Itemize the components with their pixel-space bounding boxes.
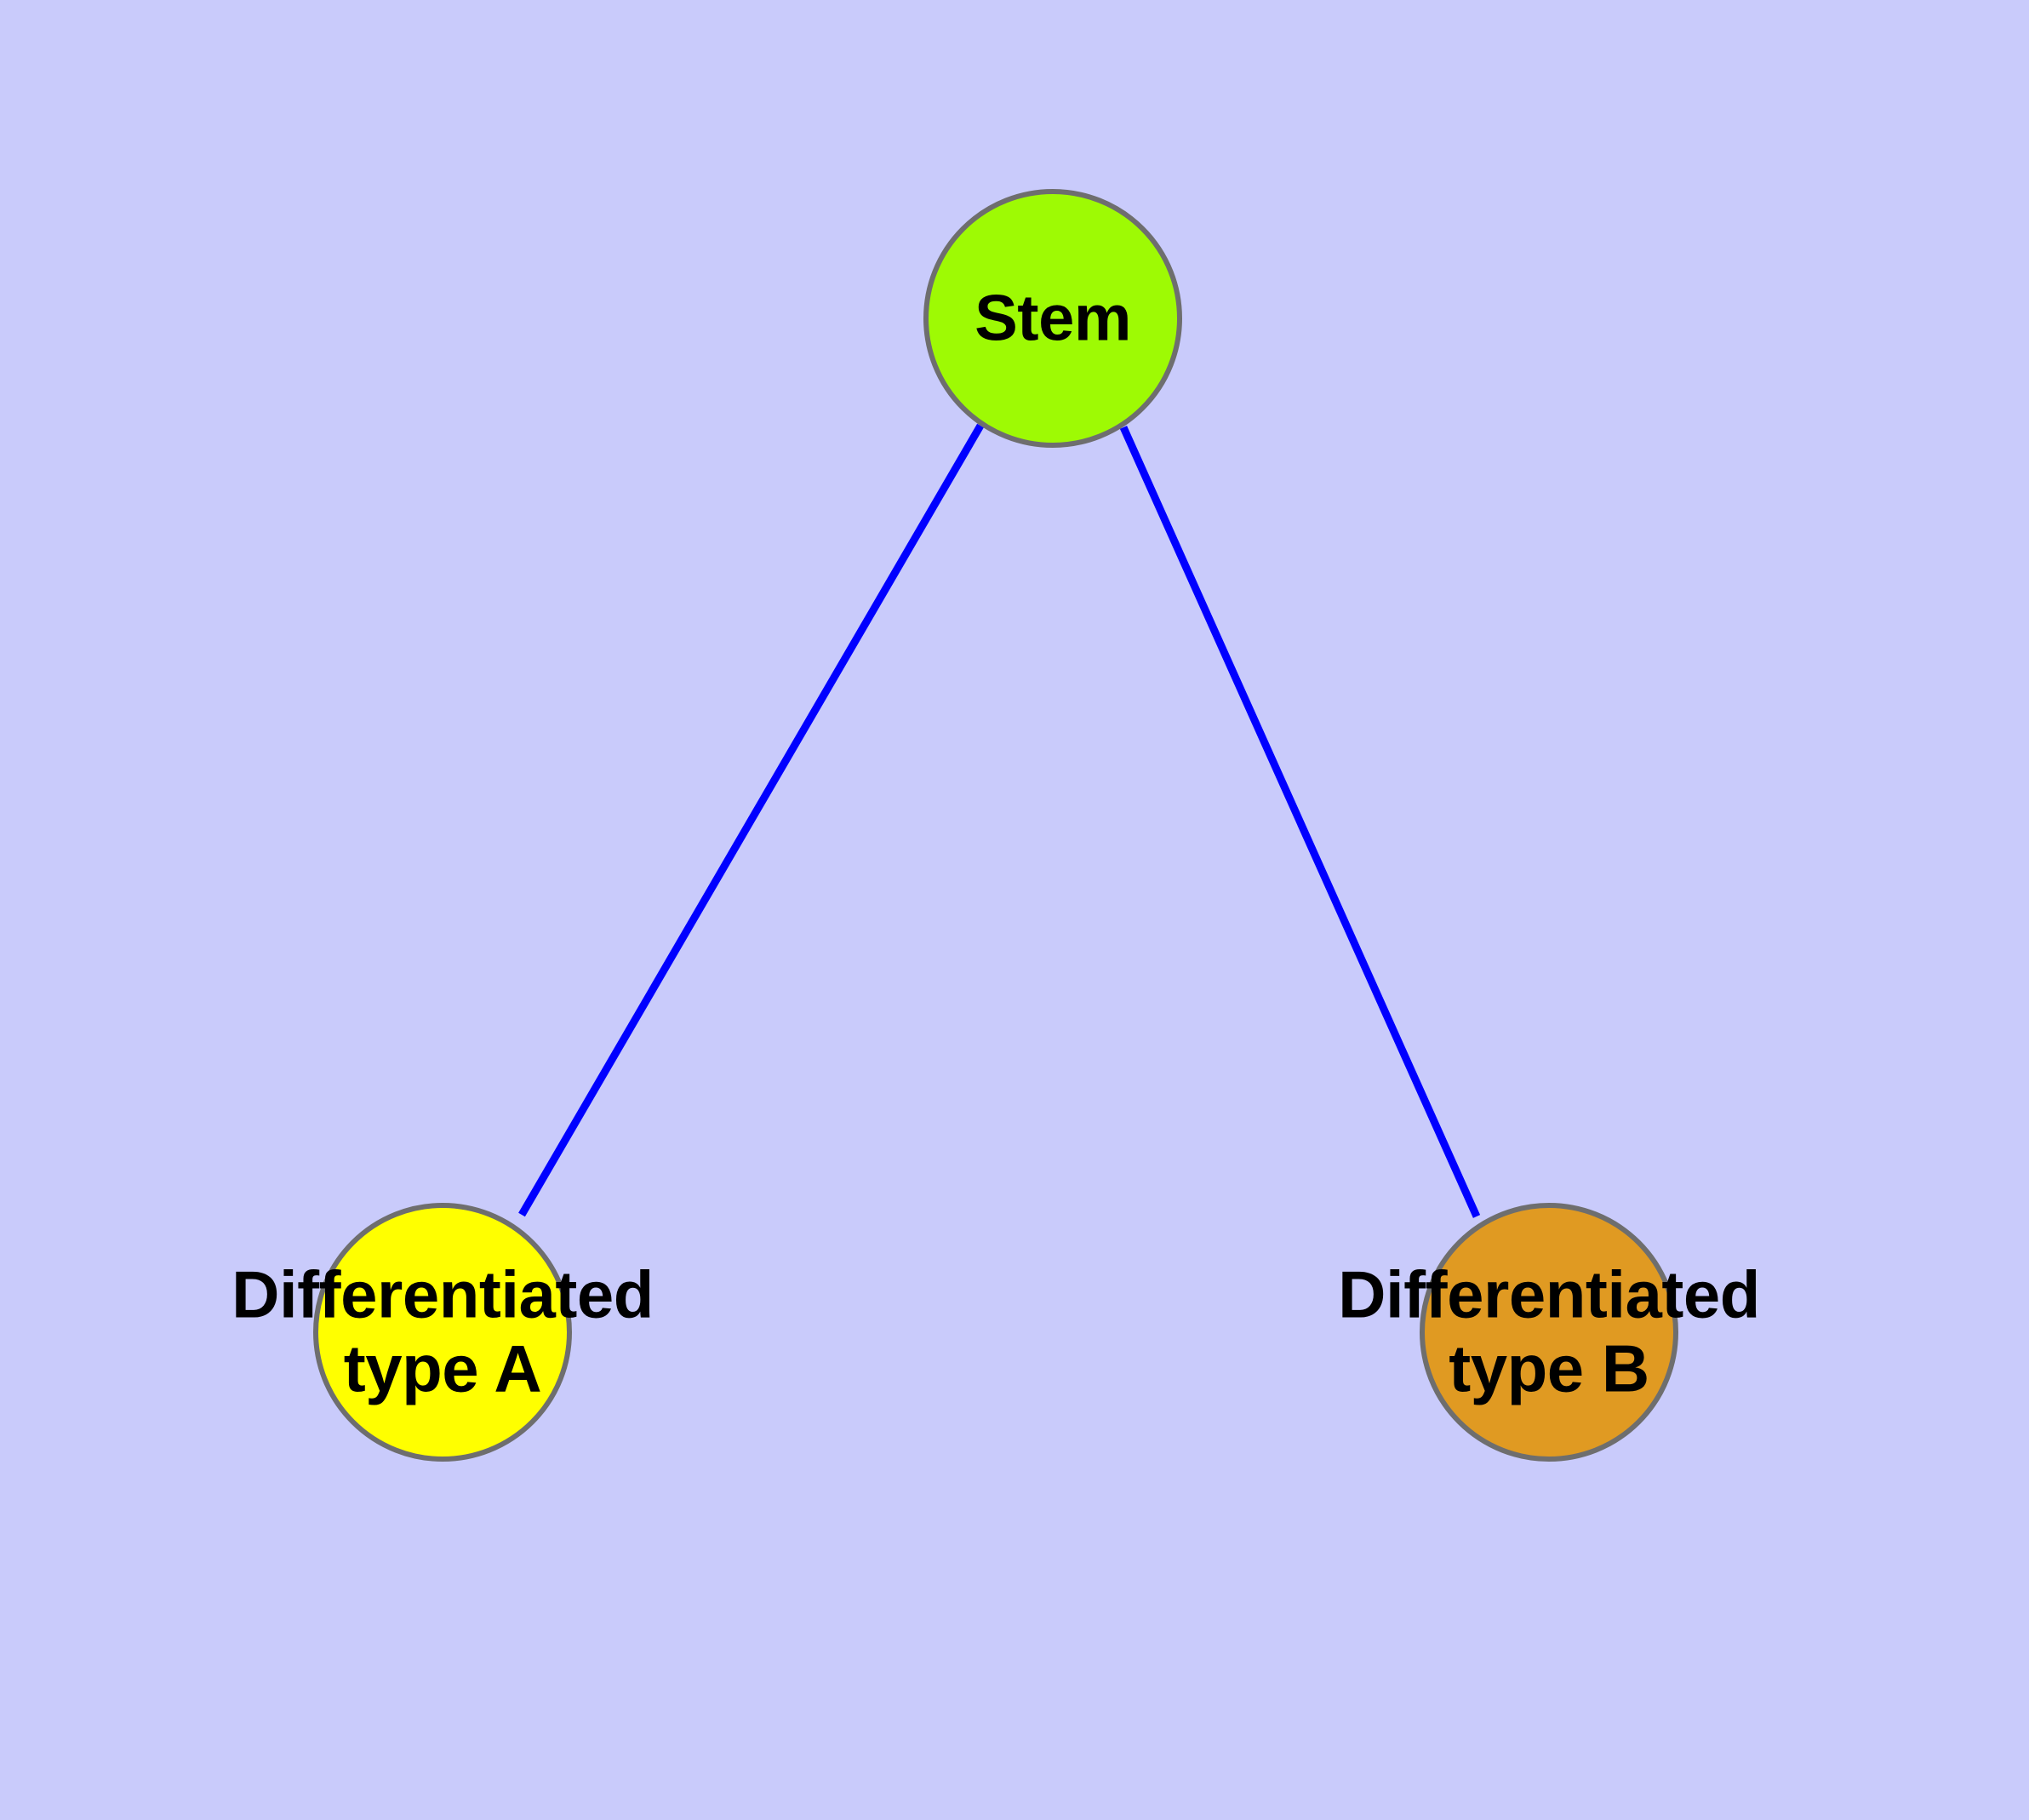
edge-stem-to-diff-b [1119, 426, 1481, 1218]
node-differentiated-type-a[interactable]: Differentiated type A [231, 1203, 654, 1462]
edge-stem-to-diff-a [518, 423, 984, 1217]
node-stem-label: Stem [974, 282, 1131, 355]
node-differentiated-type-b[interactable]: Differentiated type B [1338, 1203, 1760, 1462]
node-stem[interactable]: Stem [923, 189, 1182, 448]
